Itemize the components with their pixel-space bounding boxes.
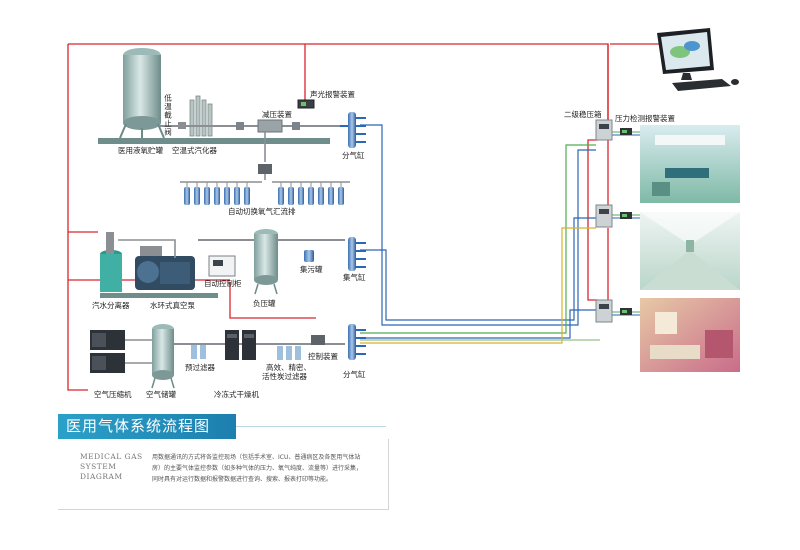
english-title-line-2: SYSTEM	[80, 462, 117, 471]
oxygen-cylinder	[244, 187, 250, 205]
sewage-tank	[304, 250, 314, 262]
label-sound-light-alarm: 声光报警装置	[310, 89, 355, 99]
auto-control-cabinet	[208, 255, 236, 277]
corridor-photo	[640, 212, 740, 290]
mouse-icon	[731, 79, 739, 85]
fine-filters	[277, 346, 301, 360]
description-line-2: 房）的主要气体监控参数（如多种气体的压力、氧气纯度、流量等）进行采集，	[152, 465, 363, 472]
diagram-labels: 医用液氧贮罐 低温截止阀 空温式汽化器 减压装置 声光报警装置 分气缸 自动切换…	[92, 89, 675, 399]
label-gas-cylinder-1: 分气缸	[342, 150, 365, 160]
pre-filter	[191, 345, 206, 359]
oxygen-cylinder	[278, 187, 284, 205]
vacuum-section	[100, 229, 366, 298]
english-title: MEDICAL GAS SYSTEM DIAGRAM	[80, 452, 150, 482]
oxygen-cylinder-bank	[184, 182, 344, 205]
label-gas-collector: 集气缸	[343, 272, 366, 282]
air-storage-tank	[151, 324, 175, 389]
english-title-line-3: DIAGRAM	[80, 472, 123, 481]
secondary-regulator-boxes	[595, 119, 613, 323]
label-lox-tank: 医用液氧贮罐	[118, 145, 163, 155]
keyboard-icon	[672, 79, 731, 91]
label-low-temp-valve: 低温截止阀	[163, 93, 172, 137]
description-line-3: 同时具有对运行数据和报警数据进行查询、搜索、报表打印等功能。	[152, 476, 333, 483]
label-refrigerated-dryer: 冷冻式干燥机	[214, 389, 259, 399]
label-auto-manifold: 自动切换氧气汇流排	[228, 206, 296, 216]
refrigerated-dryers	[225, 330, 256, 360]
oxygen-cylinder	[338, 187, 344, 205]
description-text: 用数据通讯的方式将各监控现场（包括手术室、ICU、普通病区及各医用气体站 房）的…	[152, 452, 377, 485]
label-pressure-alarm: 压力检测报警装置	[615, 113, 675, 123]
label-steam-separator: 汽水分离器	[92, 300, 130, 310]
description-line-1: 用数据通讯的方式将各监控现场（包括手术室、ICU、普通病区及各医用气体站	[152, 454, 361, 461]
oxygen-cylinder	[204, 187, 210, 205]
label-vaporizer: 空温式汽化器	[172, 145, 217, 155]
pressure-reducer	[236, 119, 300, 133]
oxygen-cylinder	[224, 187, 230, 205]
manifold-controller	[258, 164, 272, 174]
air-section	[90, 324, 366, 389]
operating-room-photo	[640, 125, 740, 203]
label-auto-control-cabinet: 自动控制柜	[204, 278, 242, 288]
blue-distribution-lines	[360, 124, 600, 344]
oxygen-cylinder	[214, 187, 220, 205]
svg-text:低温截止阀: 低温截止阀	[163, 93, 172, 137]
equipment-platform	[98, 138, 330, 144]
pressure-alarm-panels	[620, 128, 632, 315]
label-control-device: 控制装置	[308, 351, 338, 361]
description-frame	[58, 439, 389, 510]
oxygen-cylinder	[298, 187, 304, 205]
oxygen-cylinder	[288, 187, 294, 205]
water-ring-vacuum-pump	[135, 246, 195, 290]
regulator-to-room-lines	[612, 131, 640, 316]
label-gas-cylinder-2: 分气缸	[343, 369, 366, 379]
label-vacuum-pump: 水环式真空泵	[150, 300, 195, 310]
gas-distribution-cylinder-1	[340, 112, 366, 148]
label-pressure-reducer: 减压装置	[262, 109, 292, 119]
oxygen-section	[98, 48, 366, 205]
lox-tank	[119, 48, 165, 139]
english-title-line-1: MEDICAL GAS	[80, 452, 143, 461]
control-device	[311, 335, 325, 345]
gas-collector-cylinder	[348, 237, 366, 271]
label-air-compressor: 空气压缩机	[94, 389, 132, 399]
label-secondary-regulator: 二级稳压箱	[564, 109, 602, 119]
label-sewage-tank: 集污罐	[300, 264, 323, 274]
diagram-title: 医用气体系统流程图	[58, 414, 236, 439]
oxygen-cylinder	[194, 187, 200, 205]
label-air-tank: 空气储罐	[146, 389, 176, 399]
computer-monitor-icon	[657, 28, 714, 80]
ward-room-photo	[640, 298, 740, 372]
steam-separator	[100, 232, 122, 292]
negative-pressure-tank	[254, 229, 278, 295]
gas-distribution-cylinder-2	[348, 324, 366, 360]
air-compressors	[90, 330, 125, 373]
vaporizer	[189, 95, 213, 137]
label-negative-tank: 负压罐	[253, 298, 276, 308]
oxygen-cylinder	[328, 187, 334, 205]
title-rule	[236, 426, 386, 427]
label-pre-filter: 预过滤器	[185, 362, 215, 372]
oxygen-cylinder	[318, 187, 324, 205]
oxygen-cylinder	[234, 187, 240, 205]
oxygen-cylinder	[308, 187, 314, 205]
label-filters-line1: 高效、精密、	[266, 362, 311, 372]
oxygen-cylinder	[184, 187, 190, 205]
label-filters-line2: 活性炭过滤器	[262, 371, 307, 381]
